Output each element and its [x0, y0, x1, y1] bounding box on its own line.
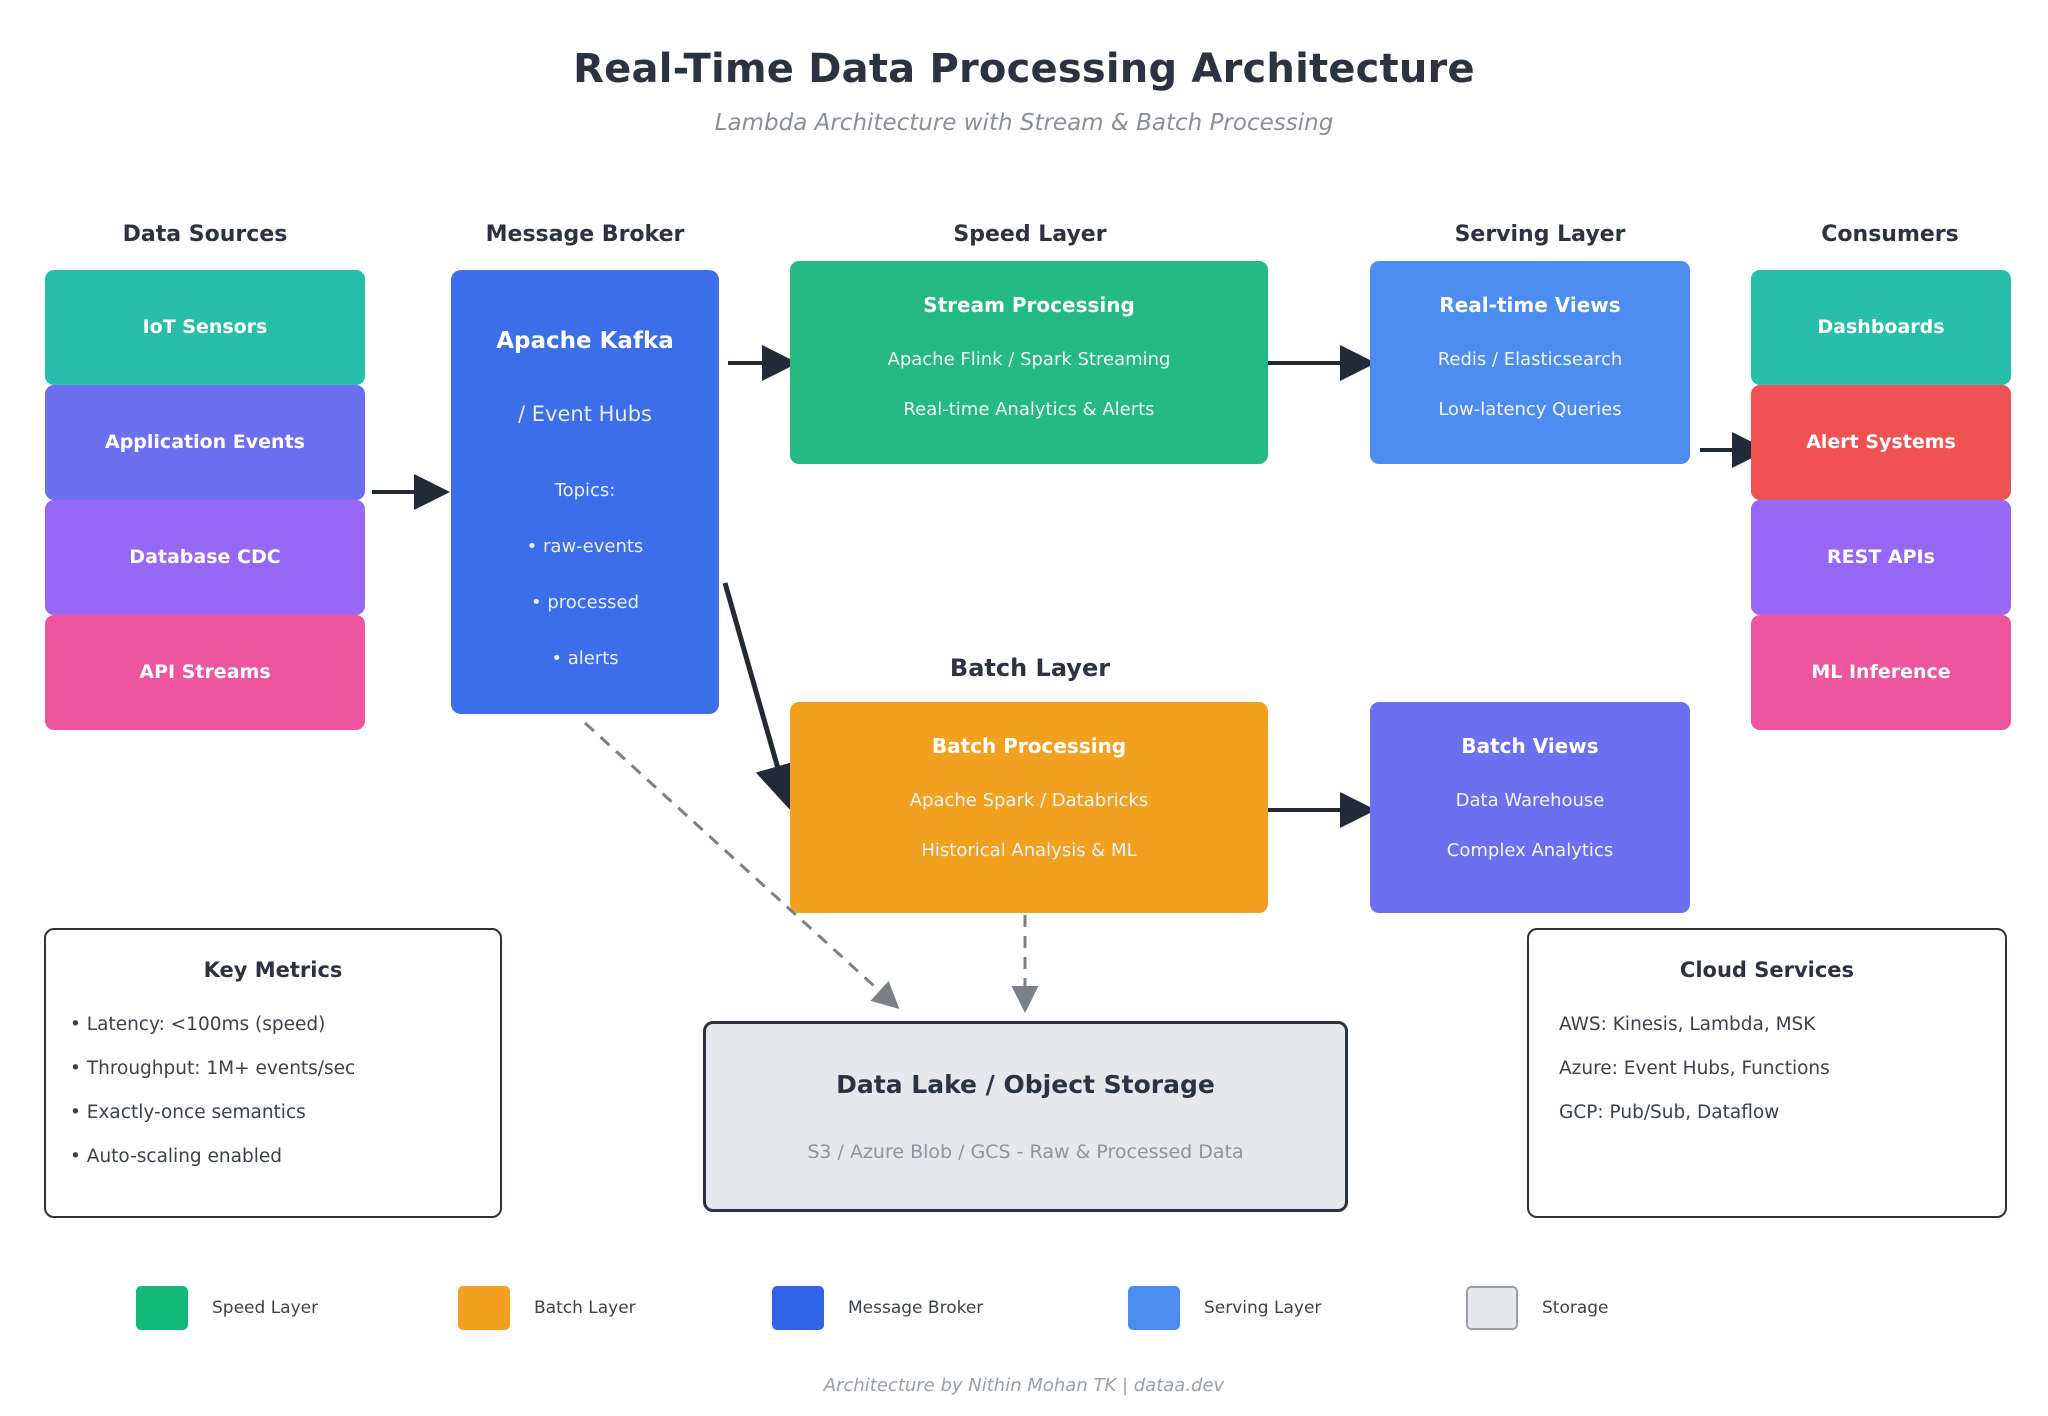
node-label: ML Inference	[1811, 661, 1951, 684]
node-label: Database CDC	[129, 546, 281, 569]
key-metric-item: • Latency: <100ms (speed)	[70, 1014, 326, 1035]
panel-title: Cloud Services	[1679, 958, 1855, 982]
node-title: Batch Views	[1461, 734, 1599, 758]
page-subtitle: Lambda Architecture with Stream & Batch …	[714, 110, 1334, 136]
legend-swatch-icon	[1128, 1286, 1180, 1330]
broker-topic-processed: • processed	[530, 592, 639, 613]
node-rest-apis[interactable]: REST APIs	[1751, 500, 2011, 615]
column-heading-data-sources: Data Sources	[122, 222, 288, 247]
node-application-events[interactable]: Application Events	[45, 385, 365, 500]
legend-label: Batch Layer	[534, 1298, 636, 1318]
cloud-service-item: GCP: Pub/Sub, Dataflow	[1559, 1102, 1780, 1123]
column-heading-message-broker: Message Broker	[485, 222, 685, 247]
page-title: Real-Time Data Processing Architecture	[573, 46, 1475, 92]
node-title: Stream Processing	[923, 293, 1135, 317]
node-stream-processing[interactable]: Stream Processing Apache Flink / Spark S…	[790, 261, 1268, 464]
node-line-1: Redis / Elasticsearch	[1437, 349, 1623, 370]
data-lake-subtitle: S3 / Azure Blob / GCS - Raw & Processed …	[807, 1141, 1244, 1163]
cloud-service-item: AWS: Kinesis, Lambda, MSK	[1559, 1014, 1816, 1035]
node-ml-inference[interactable]: ML Inference	[1751, 615, 2011, 730]
node-label: API Streams	[139, 661, 271, 684]
node-line-2: Historical Analysis & ML	[921, 839, 1137, 861]
legend-swatch-icon	[458, 1286, 510, 1330]
legend-item-storage: Storage	[1466, 1286, 1609, 1330]
node-line-2: Complex Analytics	[1446, 839, 1614, 861]
legend-item-speed-layer: Speed Layer	[136, 1286, 318, 1330]
legend-label: Speed Layer	[212, 1298, 319, 1318]
broker-topics-label: Topics:	[554, 480, 616, 501]
panel-cloud-services: Cloud Services AWS: Kinesis, Lambda, MSK…	[1527, 928, 2007, 1218]
node-label: Dashboards	[1817, 316, 1945, 339]
node-label: REST APIs	[1827, 546, 1935, 569]
column-heading-batch-layer: Batch Layer	[949, 654, 1111, 682]
panel-key-metrics: Key Metrics • Latency: <100ms (speed) • …	[44, 928, 502, 1218]
legend-item-serving-layer: Serving Layer	[1128, 1286, 1321, 1330]
column-heading-serving-layer: Serving Layer	[1454, 222, 1626, 247]
node-database-cdc[interactable]: Database CDC	[45, 500, 365, 615]
arrow-broker-to-batch	[722, 582, 800, 810]
node-line-1: Data Warehouse	[1455, 790, 1605, 811]
key-metric-item: • Throughput: 1M+ events/sec	[70, 1058, 356, 1079]
node-alert-systems[interactable]: Alert Systems	[1751, 385, 2011, 500]
legend-swatch-icon	[136, 1286, 188, 1330]
node-title: Real-time Views	[1439, 293, 1621, 317]
broker-topic-raw-events: • raw-events	[526, 536, 644, 557]
node-data-lake[interactable]: Data Lake / Object Storage S3 / Azure Bl…	[703, 1021, 1348, 1212]
data-lake-title: Data Lake / Object Storage	[836, 1070, 1215, 1099]
node-label: Alert Systems	[1806, 431, 1956, 454]
legend-label: Serving Layer	[1204, 1298, 1322, 1318]
node-batch-processing[interactable]: Batch Processing Apache Spark / Databric…	[790, 702, 1268, 913]
broker-title: Apache Kafka	[496, 328, 674, 354]
node-api-streams[interactable]: API Streams	[45, 615, 365, 730]
legend: Speed Layer Batch Layer Message Broker S…	[0, 1286, 2048, 1336]
key-metric-item: • Exactly-once semantics	[70, 1102, 306, 1123]
panel-title: Key Metrics	[203, 958, 343, 982]
legend-label: Storage	[1542, 1298, 1609, 1318]
cloud-service-item: Azure: Event Hubs, Functions	[1559, 1058, 1830, 1079]
column-heading-consumers: Consumers	[1821, 222, 1959, 247]
broker-topic-alerts: • alerts	[551, 648, 619, 669]
node-line-1: Apache Flink / Spark Streaming	[887, 349, 1171, 370]
node-title: Batch Processing	[931, 734, 1127, 758]
node-apache-kafka[interactable]: Apache Kafka / Event Hubs Topics: • raw-…	[451, 270, 719, 714]
node-label: Application Events	[105, 431, 305, 454]
node-dashboards[interactable]: Dashboards	[1751, 270, 2011, 385]
node-batch-views[interactable]: Batch Views Data Warehouse Complex Analy…	[1370, 702, 1690, 913]
column-heading-speed-layer: Speed Layer	[953, 222, 1107, 247]
footer-credit: Architecture by Nithin Mohan TK | dataa.…	[823, 1375, 1225, 1396]
legend-swatch-icon	[772, 1286, 824, 1330]
legend-swatch-icon	[1466, 1286, 1518, 1330]
node-line-1: Apache Spark / Databricks	[909, 790, 1149, 811]
legend-item-message-broker: Message Broker	[772, 1286, 983, 1330]
node-realtime-views[interactable]: Real-time Views Redis / Elasticsearch Lo…	[1370, 261, 1690, 464]
legend-item-batch-layer: Batch Layer	[458, 1286, 636, 1330]
legend-label: Message Broker	[848, 1298, 984, 1318]
node-line-2: Low-latency Queries	[1438, 398, 1622, 420]
key-metric-item: • Auto-scaling enabled	[70, 1146, 282, 1167]
node-label: IoT Sensors	[142, 316, 268, 339]
node-iot-sensors[interactable]: IoT Sensors	[45, 270, 365, 385]
node-line-2: Real-time Analytics & Alerts	[903, 398, 1155, 420]
broker-subtitle: / Event Hubs	[518, 402, 652, 426]
